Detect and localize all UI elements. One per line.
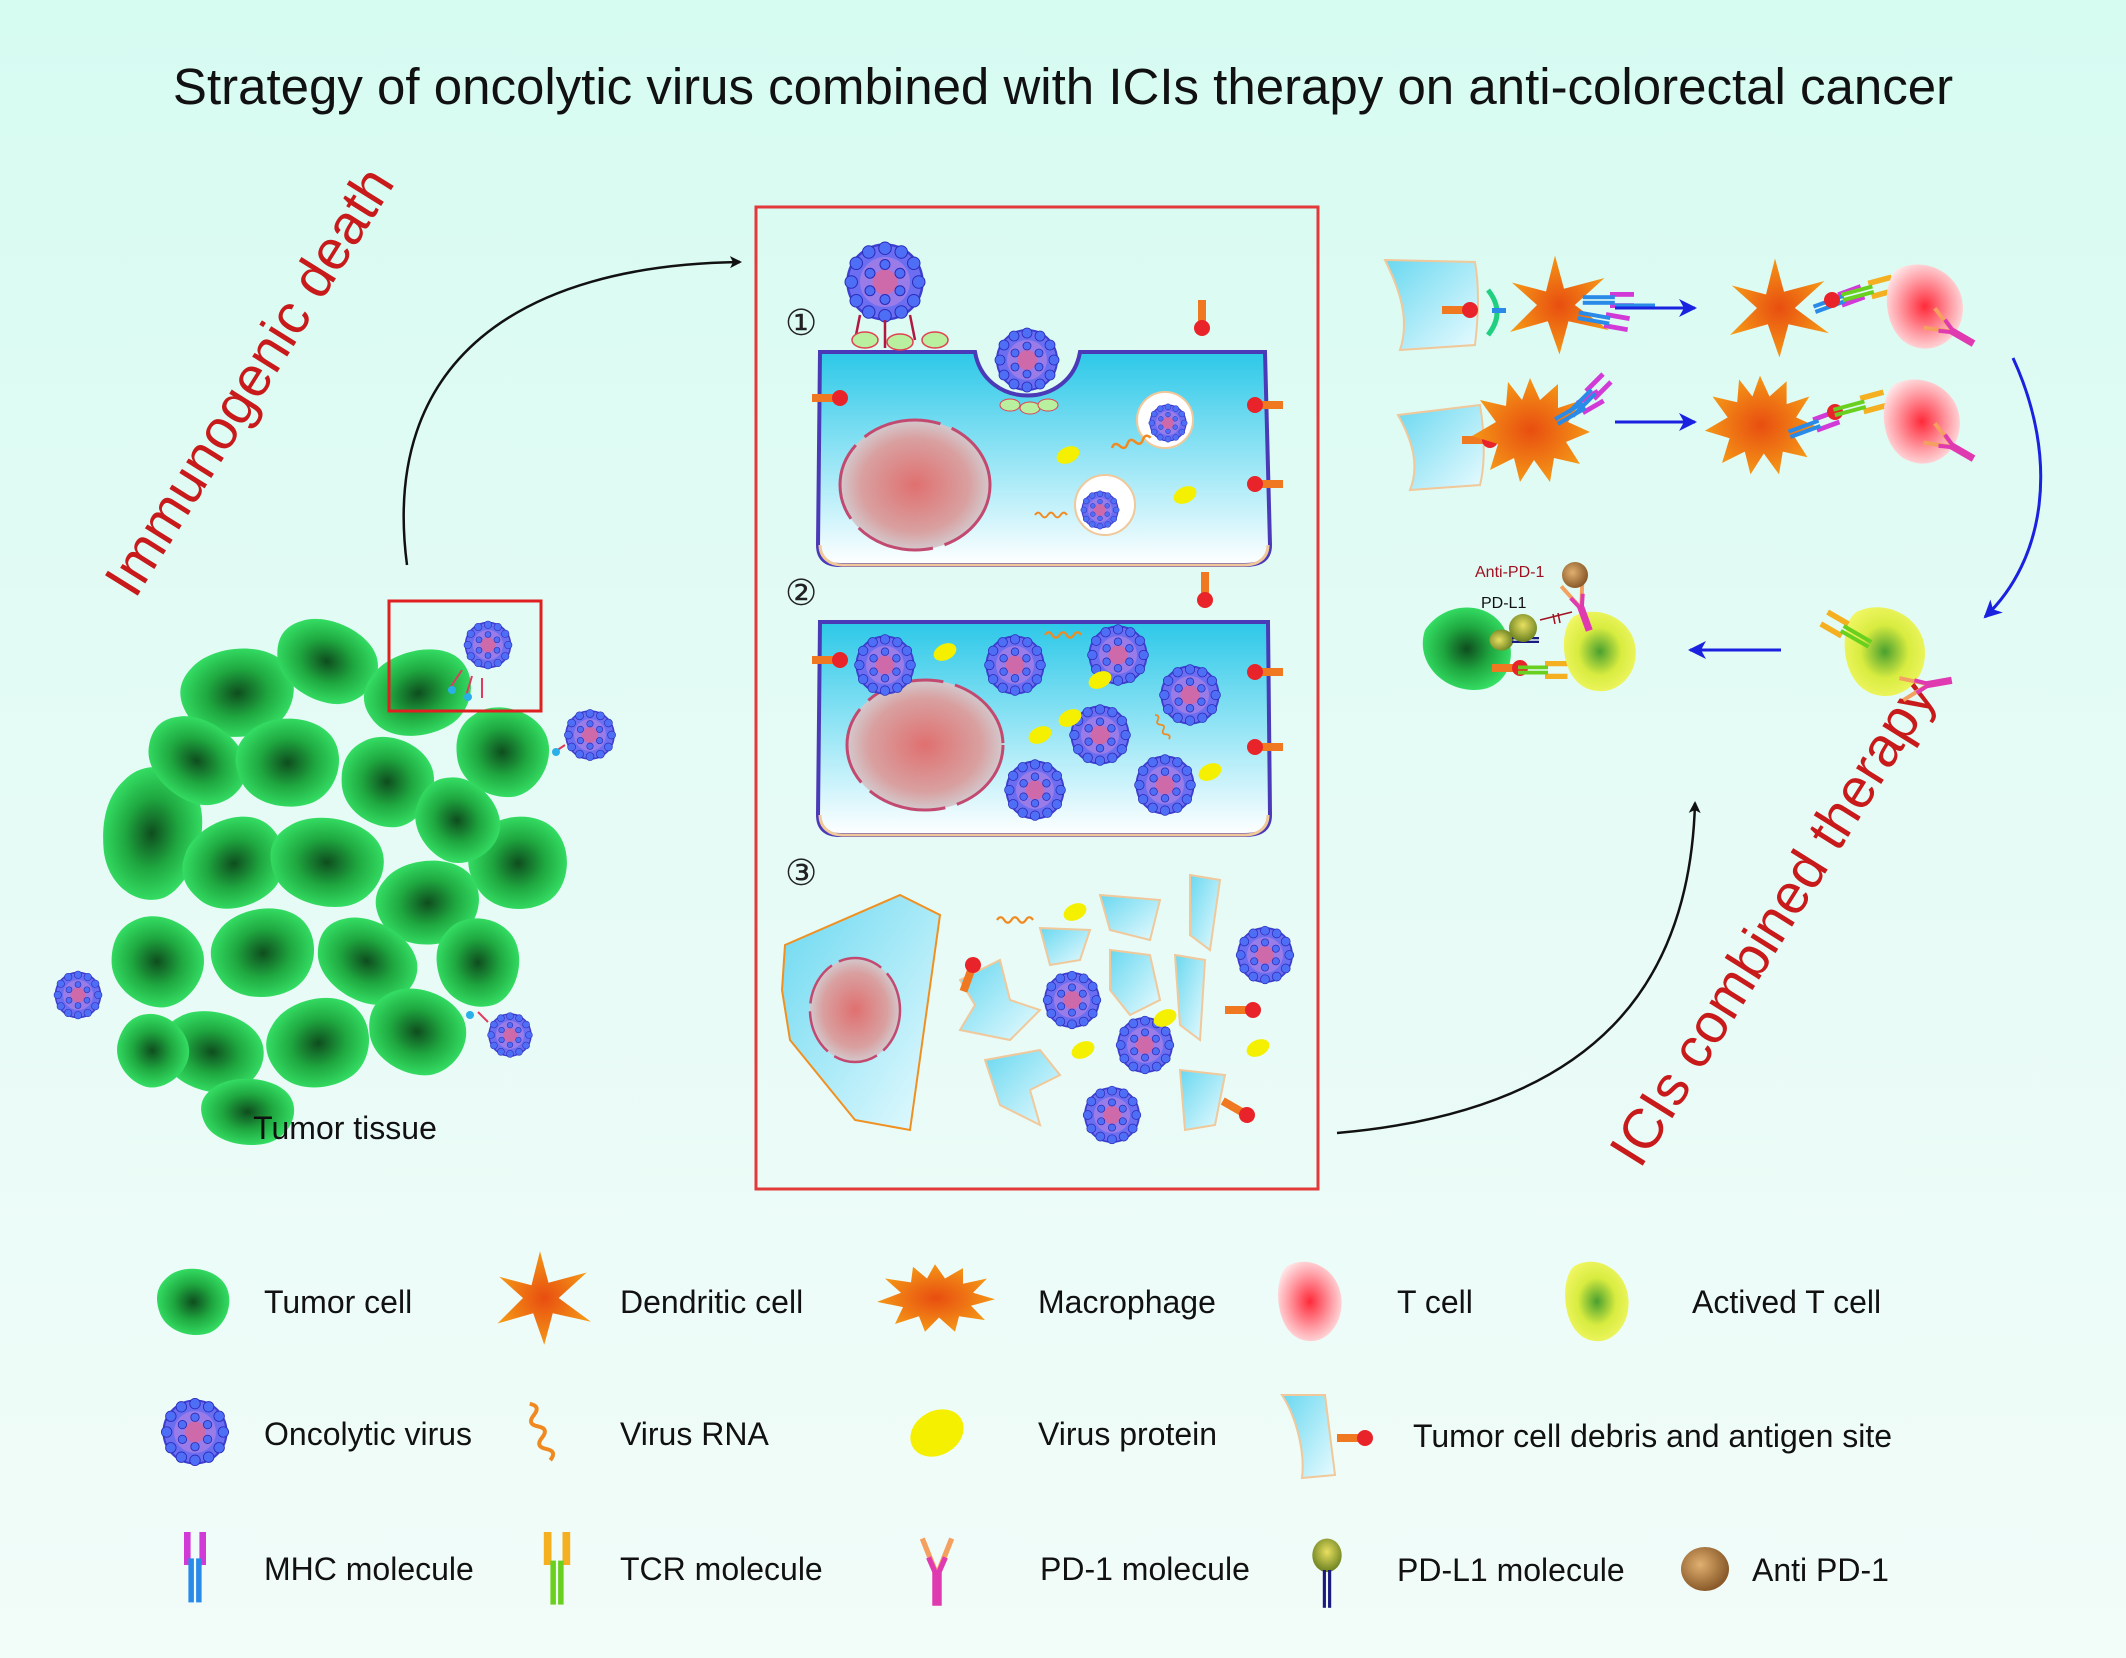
- legend-label: PD-L1 molecule: [1397, 1552, 1625, 1588]
- ici-therapy-label: ICIs combined therapy: [1597, 668, 1947, 1177]
- legend-label: Dendritic cell: [620, 1284, 803, 1320]
- legend-label: Macrophage: [1038, 1284, 1216, 1320]
- presentation-row-mac: [1396, 372, 1613, 492]
- tumor-tissue-cluster: [92, 606, 578, 1146]
- legend-t-cell: T cell: [1278, 1261, 1473, 1342]
- legend-virus-protein: Virus protein: [910, 1409, 1217, 1457]
- dendritic-cell-icon: [497, 1251, 591, 1345]
- immunogenic-death-label: Immunogenic death: [92, 156, 406, 607]
- pd-l1-label: PD-L1: [1481, 595, 1526, 612]
- legend: Tumor cell Dendritic cell Macrophage T c…: [156, 1251, 1892, 1608]
- step-2-cell: [812, 572, 1283, 837]
- anti-pd1-icon: [1681, 1547, 1729, 1591]
- legend-label: Oncolytic virus: [264, 1416, 472, 1452]
- legend-actived-t-cell: Actived T cell: [1565, 1261, 1881, 1342]
- legend-anti-pd1: Anti PD-1: [1681, 1547, 1889, 1591]
- macrophage-icon: [877, 1264, 995, 1332]
- arrow-activation: [1983, 357, 2043, 619]
- mhc-icon: [184, 1532, 206, 1603]
- presentation-row-dc: [1383, 255, 1655, 355]
- legend-oncolytic-virus: Oncolytic virus: [160, 1397, 472, 1467]
- legend-label: Anti PD-1: [1752, 1552, 1889, 1588]
- actived-t-cell-icon: [1565, 1261, 1629, 1342]
- tumor-tissue-label: Tumor tissue: [253, 1110, 437, 1146]
- checkpoint-blockade: [1422, 562, 1636, 692]
- legend-label: Virus RNA: [620, 1416, 769, 1452]
- tissue-virus-right: [552, 708, 617, 762]
- tumor-cell-icon: [156, 1268, 230, 1336]
- step-3-lysis: [780, 873, 1295, 1145]
- oncolytic-virus-icon: [160, 1397, 230, 1467]
- step-3-marker: ③: [785, 852, 817, 893]
- pdl1-icon: [1312, 1538, 1342, 1608]
- step-1-marker: ①: [785, 302, 817, 343]
- pd1-icon: [922, 1539, 951, 1606]
- legend-label: T cell: [1397, 1284, 1473, 1320]
- legend-tumor-debris: Tumor cell debris and antigen site: [1280, 1394, 1892, 1480]
- virus-protein-icon: [910, 1409, 964, 1457]
- zoom-highlight-box: [387, 599, 543, 713]
- legend-label: Tumor cell debris and antigen site: [1413, 1418, 1892, 1454]
- legend-label: Virus protein: [1038, 1416, 1217, 1452]
- arrow-to-mechanism: [402, 256, 742, 566]
- activated-t-cell: [1819, 607, 1953, 700]
- tissue-virus-bottom: [466, 1011, 534, 1059]
- legend-virus-rna: Virus RNA: [528, 1401, 769, 1462]
- tumor-debris-icon: [1280, 1394, 1337, 1480]
- presentation-row-dc-result: [1730, 258, 1979, 358]
- virus-rna-icon: [528, 1401, 556, 1462]
- anti-pd1-label: Anti-PD-1: [1475, 564, 1544, 581]
- legend-label: Actived T cell: [1692, 1284, 1881, 1320]
- step-2-marker: ②: [785, 572, 817, 613]
- figure-title: Strategy of oncolytic virus combined wit…: [173, 58, 1953, 115]
- legend-mhc: MHC molecule: [184, 1532, 474, 1603]
- step-1-cell: [812, 240, 1283, 567]
- t-cell-icon: [1278, 1261, 1342, 1342]
- legend-macrophage: Macrophage: [877, 1264, 1216, 1332]
- legend-pd1: PD-1 molecule: [922, 1539, 1250, 1606]
- tissue-virus-bound: [448, 620, 513, 701]
- mechanism-panel: [754, 205, 1320, 1191]
- antigen-site-icon: [1337, 1430, 1373, 1446]
- legend-label: MHC molecule: [264, 1551, 474, 1587]
- tcr-icon: [543, 1532, 571, 1605]
- legend-dendritic-cell: Dendritic cell: [497, 1251, 803, 1345]
- legend-label: TCR molecule: [620, 1551, 823, 1587]
- legend-label: PD-1 molecule: [1040, 1551, 1250, 1587]
- legend-tcr: TCR molecule: [543, 1532, 823, 1605]
- legend-label: Tumor cell: [264, 1284, 412, 1320]
- legend-pdl1: PD-L1 molecule: [1312, 1538, 1625, 1608]
- arrow-to-therapy: [1336, 801, 1701, 1135]
- legend-tumor-cell: Tumor cell: [156, 1268, 412, 1336]
- tissue-virus-left: [53, 970, 103, 1020]
- presentation-row-mac-result: [1704, 375, 1979, 475]
